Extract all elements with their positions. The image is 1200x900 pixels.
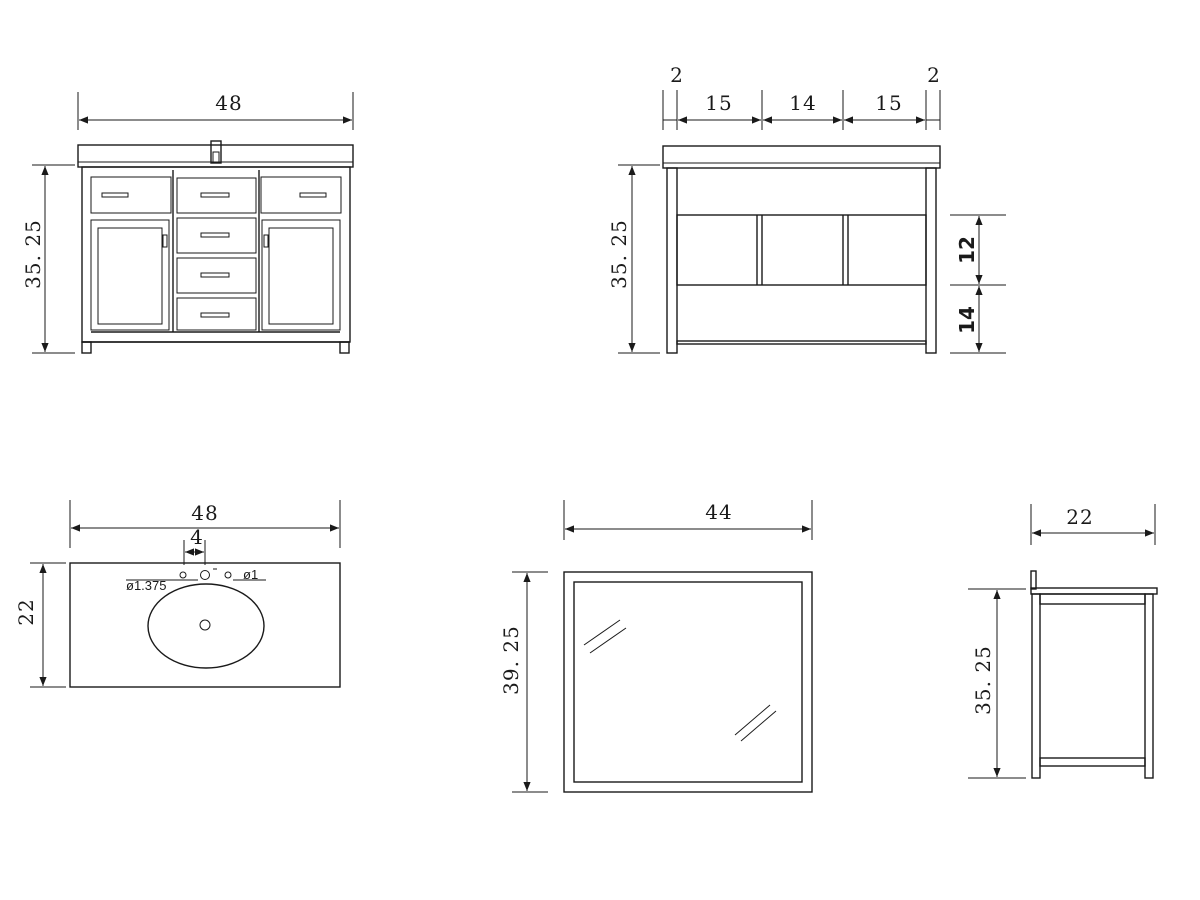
back-panel-frame: [676, 214, 927, 286]
shelf-lower-label: 14: [955, 306, 979, 334]
door-left: [90, 219, 170, 331]
back-panel-right-label: 15: [875, 91, 902, 115]
faucet-hole-icon: [200, 570, 210, 580]
drawer-top-right: [260, 176, 342, 214]
faucet-hole-icon: [224, 571, 232, 579]
drawer-handle: [101, 192, 129, 198]
top-view: 48 4 22 ø1.375 ø1: [14, 500, 341, 688]
countertop-outline: [69, 562, 341, 688]
faucet-hole-diameter-label: ø1.375: [126, 578, 166, 593]
side-bottom-rail: [1039, 757, 1146, 767]
front-width-label: 48: [215, 91, 242, 115]
side-height-label: 35. 25: [971, 645, 995, 715]
faucet-icon: [210, 140, 222, 164]
drawer-handle: [200, 272, 230, 278]
back-bottom-shelf: [676, 340, 927, 345]
side-depth-label: 22: [1066, 505, 1093, 529]
door-handle: [263, 234, 269, 248]
drawer-handle: [200, 192, 230, 198]
top-depth-label: 22: [14, 598, 38, 625]
back-gap-left-label: 2: [670, 63, 684, 87]
side-leg-back: [1031, 593, 1041, 779]
front-leg-right: [339, 341, 350, 354]
front-leg-left: [81, 341, 92, 354]
side-hole-diameter-label: ø1: [243, 567, 258, 582]
drawer-handle: [200, 312, 230, 318]
door-right: [261, 219, 341, 331]
front-view: 48 35. 25: [21, 91, 354, 354]
back-panel-middle-label: 14: [789, 91, 816, 115]
glass-reflection-icon: [734, 704, 771, 736]
faucet-spacing-label: 4: [190, 525, 204, 549]
door-handle: [162, 234, 168, 248]
drawer-center-4: [176, 297, 257, 331]
back-gap-right-label: 2: [927, 63, 941, 87]
back-view: 2 15 14 15 2 35. 25 12 14: [607, 63, 1006, 354]
drawer-handle: [200, 232, 230, 238]
side-countertop: [1030, 587, 1158, 595]
side-top-rail: [1039, 593, 1146, 605]
front-height-label: 35. 25: [21, 219, 45, 289]
mirror-frame: [563, 571, 813, 793]
drain-icon: [199, 619, 211, 631]
drawer-handle: [299, 192, 327, 198]
side-backsplash: [1030, 570, 1037, 590]
sink-basin: [147, 583, 265, 669]
drawer-center-2: [176, 217, 257, 254]
mirror-view: 44 39. 25: [499, 500, 813, 793]
drawer-center-3: [176, 257, 257, 294]
back-side-right: [925, 167, 937, 354]
side-view: 22 35. 25: [968, 504, 1158, 779]
back-height-label: 35. 25: [607, 219, 631, 289]
mirror-height-label: 39. 25: [499, 625, 523, 695]
side-leg-front: [1144, 593, 1154, 779]
drawer-center-1: [176, 177, 257, 214]
top-width-label: 48: [191, 501, 218, 525]
faucet-hole-icon: [179, 571, 187, 579]
glass-reflection-icon: [583, 619, 621, 646]
shelf-upper-label: 12: [955, 236, 979, 264]
back-side-left: [666, 167, 678, 354]
drawer-top-left: [90, 176, 172, 214]
back-countertop: [662, 145, 941, 169]
mirror-width-label: 44: [705, 500, 732, 524]
mirror-glass: [573, 581, 803, 783]
back-panel-left-label: 15: [705, 91, 732, 115]
